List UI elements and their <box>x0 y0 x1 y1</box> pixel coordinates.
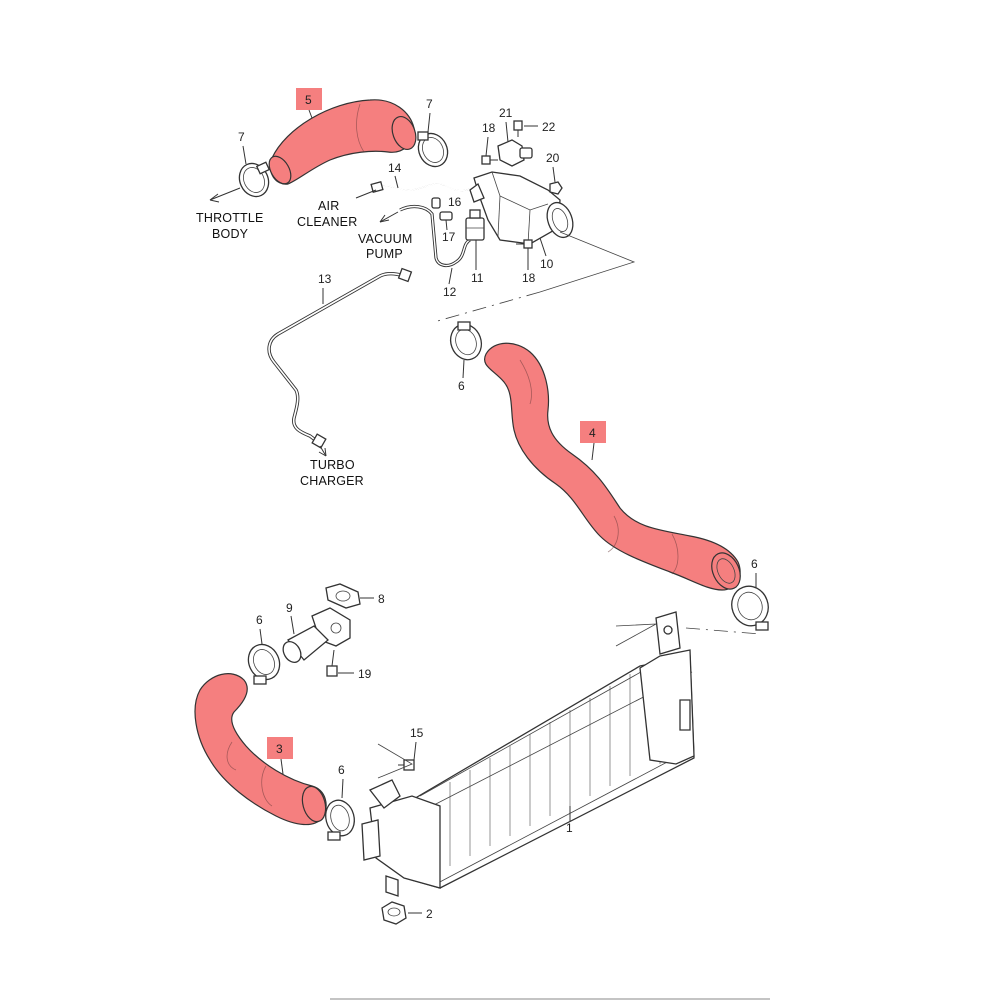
hose-clamp-6-upper[interactable] <box>446 320 487 364</box>
pressure-sensor-21[interactable] <box>497 139 533 167</box>
solenoid-valve-11[interactable] <box>465 209 485 241</box>
vacuum-line-14[interactable] <box>370 181 479 193</box>
part-label-13: 13 <box>318 272 332 286</box>
part-label-9: 9 <box>286 601 293 615</box>
hose-part-3[interactable] <box>194 673 329 826</box>
label-air-line1: AIR <box>318 199 339 213</box>
outlet-pipe-9[interactable] <box>280 607 351 666</box>
bolt-18-top[interactable] <box>481 155 498 165</box>
part-label-19: 19 <box>358 667 372 681</box>
hose-clamp-7-right[interactable] <box>413 129 453 172</box>
hose-clamp-6-bottom[interactable] <box>322 797 358 841</box>
part-label-8: 8 <box>378 592 385 606</box>
part-label-16: 16 <box>448 195 462 209</box>
label-throttle-line1: THROTTLE <box>196 211 264 225</box>
fitting-17[interactable] <box>439 211 453 221</box>
part-label-1: 1 <box>566 821 573 835</box>
part-label-2: 2 <box>426 907 433 921</box>
part-label-4: 4 <box>589 426 596 440</box>
fitting-16[interactable] <box>431 197 441 209</box>
bolt-19[interactable] <box>326 649 338 677</box>
part-3-highlight <box>267 737 293 759</box>
part-4-highlight <box>580 421 606 443</box>
intercooler-1[interactable] <box>361 611 695 897</box>
part-label-6-upper: 6 <box>458 379 465 393</box>
part-label-14: 14 <box>388 161 402 175</box>
nut-20[interactable] <box>549 181 563 195</box>
part-label-10: 10 <box>540 257 554 271</box>
part-label-6-left: 6 <box>256 613 263 627</box>
vacuum-line-13[interactable] <box>267 267 413 449</box>
part-label-12: 12 <box>443 285 457 299</box>
part-label-17: 17 <box>442 230 456 244</box>
nut-2[interactable] <box>381 901 407 925</box>
part-label-18-bottom: 18 <box>522 271 536 285</box>
part-label-6-right: 6 <box>751 557 758 571</box>
hose-clamp-6-right[interactable] <box>726 581 774 631</box>
part-5-highlight <box>296 88 322 110</box>
vacuum-line-12[interactable] <box>399 204 471 268</box>
label-turbo-line1: TURBO <box>310 458 355 472</box>
part-label-18-top: 18 <box>482 121 496 135</box>
hose-clamp-6-left[interactable] <box>243 639 285 685</box>
part-label-3: 3 <box>276 742 283 756</box>
part-label-22: 22 <box>542 120 556 134</box>
gasket-8[interactable] <box>325 583 361 609</box>
part-label-15: 15 <box>410 726 424 740</box>
inlet-housing-10[interactable] <box>469 171 577 245</box>
part-label-5: 5 <box>305 93 312 107</box>
label-turbo-line2: CHARGER <box>300 474 364 488</box>
part-label-6-bottom: 6 <box>338 763 345 777</box>
part-label-7-right: 7 <box>426 97 433 111</box>
hose-part-4[interactable] <box>484 342 746 593</box>
hose-clamp-7-left[interactable] <box>234 159 274 202</box>
part-label-7-left: 7 <box>238 130 245 144</box>
label-throttle-line2: BODY <box>212 227 249 241</box>
part-label-11: 11 <box>471 271 484 285</box>
hose-part-5[interactable] <box>265 99 420 188</box>
label-air-line2: CLEANER <box>297 215 357 229</box>
label-vacuum-line2: PUMP <box>366 247 403 261</box>
part-label-21: 21 <box>499 106 513 120</box>
part-label-20: 20 <box>546 151 560 165</box>
label-vacuum-line1: VACUUM <box>358 232 412 246</box>
bolt-22[interactable] <box>513 120 523 137</box>
